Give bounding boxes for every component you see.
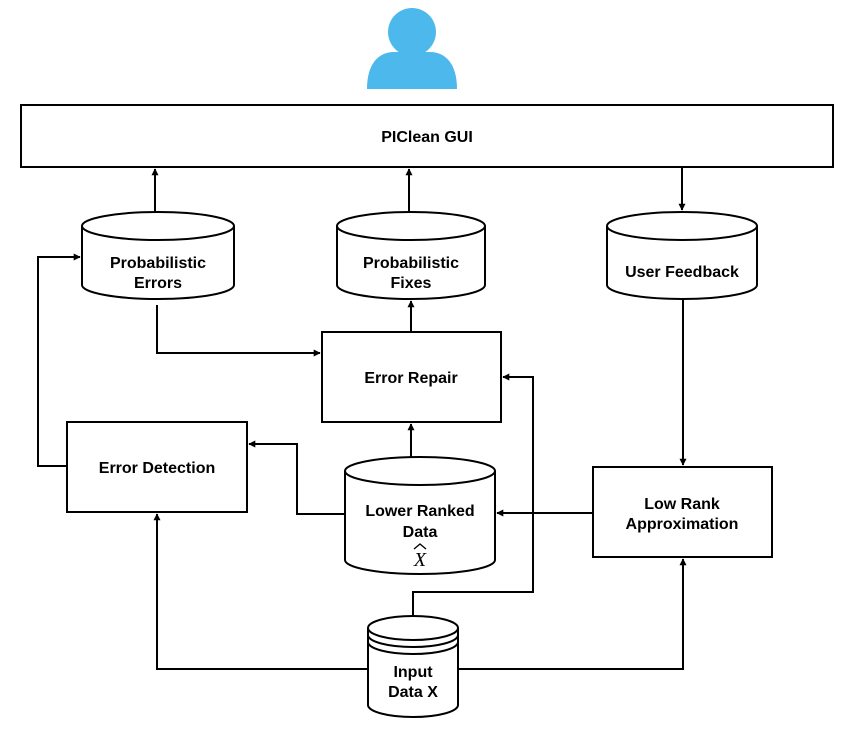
user-feedback-store[interactable]: User Feedback xyxy=(606,211,758,300)
error-repair-box[interactable]: Error Repair xyxy=(321,331,502,423)
probabilistic-errors-label-2: Errors xyxy=(134,275,182,292)
edge-input-to-repair xyxy=(412,373,534,616)
low-rank-label-2: Approximation xyxy=(626,516,739,533)
probabilistic-errors-store[interactable]: Probabilistic Errors xyxy=(81,211,235,300)
probabilistic-errors-label-1: Probabilistic xyxy=(110,255,206,272)
edge-lowerranked-to-detection xyxy=(248,440,345,515)
edge-detection-to-errors xyxy=(37,253,81,467)
low-rank-label-1: Low Rank xyxy=(644,496,720,513)
input-data-label-1: Input xyxy=(393,664,433,681)
user-feedback-label: User Feedback xyxy=(625,264,739,281)
x-hat-symbol: X xyxy=(413,549,427,571)
probabilistic-fixes-label-1: Probabilistic xyxy=(363,255,459,272)
edge-errors-to-repair xyxy=(156,305,321,357)
lower-ranked-label-1: Lower Ranked xyxy=(365,503,474,520)
low-rank-approximation-box[interactable]: Low Rank Approximation xyxy=(592,466,773,558)
hat-mark xyxy=(413,543,427,550)
probabilistic-fixes-label-2: Fixes xyxy=(391,275,432,292)
error-detection-box[interactable]: Error Detection xyxy=(66,421,248,513)
input-data-store[interactable]: Input Data X xyxy=(367,615,459,718)
input-data-label-2: Data X xyxy=(388,684,438,701)
gui-box[interactable]: PIClean GUI xyxy=(20,104,834,168)
lower-ranked-data-store[interactable]: Lower Ranked Data X xyxy=(344,456,496,575)
gui-label: PIClean GUI xyxy=(381,129,473,146)
edge-input-to-detection xyxy=(153,513,368,670)
edge-input-to-lowrank xyxy=(458,558,687,670)
probabilistic-fixes-store[interactable]: Probabilistic Fixes xyxy=(336,211,486,300)
error-detection-label: Error Detection xyxy=(99,460,215,477)
user-icon xyxy=(367,8,457,89)
error-repair-label: Error Repair xyxy=(364,370,457,387)
lower-ranked-label-2: Data xyxy=(403,524,438,541)
